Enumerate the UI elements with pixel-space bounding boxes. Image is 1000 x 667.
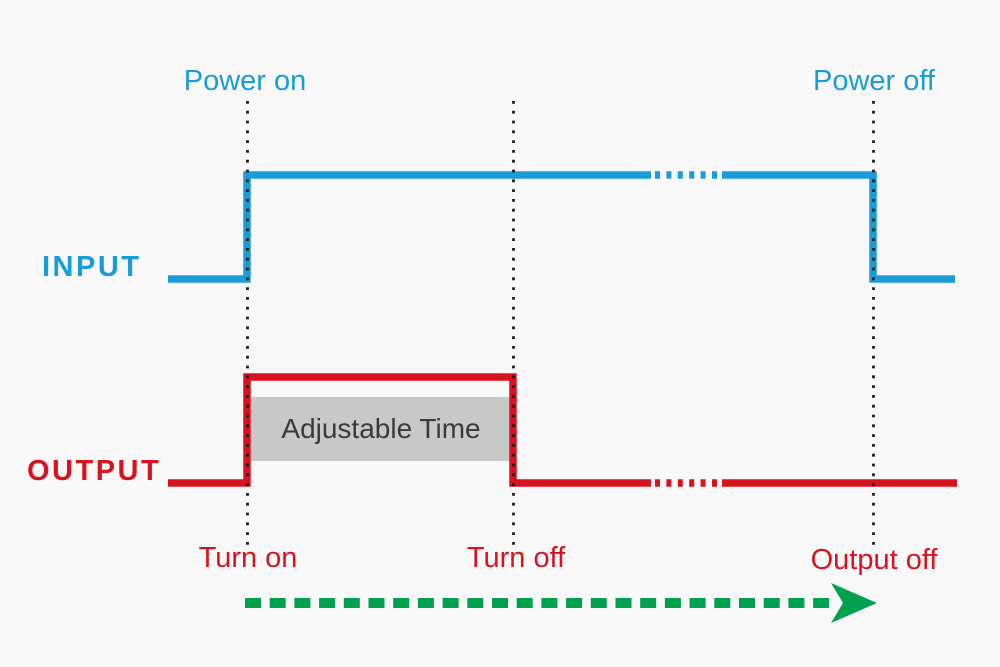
- power-off-label: Power off: [813, 65, 935, 97]
- input-waveform-left: [168, 171, 651, 283]
- input-signal-label: INPUT: [42, 251, 142, 283]
- turn-on-label: Turn on: [198, 542, 298, 574]
- time-arrow-head-icon: [831, 583, 877, 623]
- output-waveform-left: [168, 373, 651, 487]
- adjustable-time-label: Adjustable Time: [281, 413, 481, 444]
- output-signal-label: OUTPUT: [27, 455, 162, 487]
- adjustable-time-region: [251, 397, 511, 461]
- turn-off-label: Turn off: [466, 542, 566, 574]
- input-waveform-right: [722, 171, 955, 283]
- power-on-label: Power on: [183, 65, 307, 97]
- output-off-label: Output off: [810, 544, 938, 576]
